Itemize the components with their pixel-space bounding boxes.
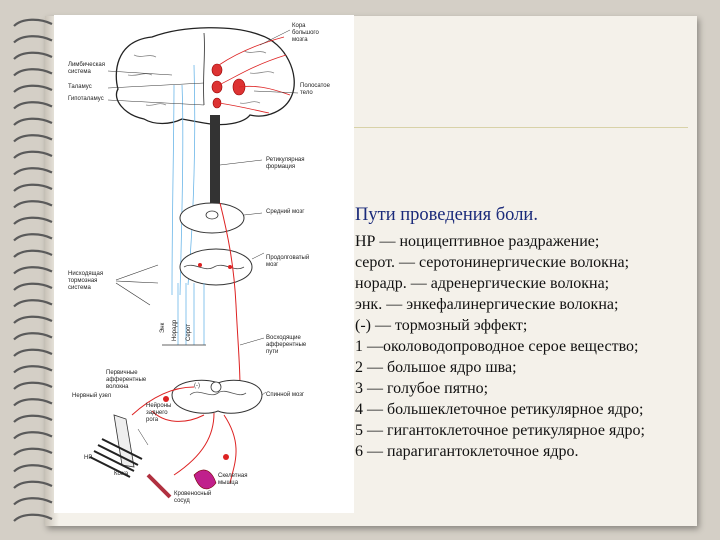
binding-ring	[14, 201, 52, 207]
label-limbic: Лимбическая система	[68, 62, 105, 76]
binding-ring	[14, 366, 52, 372]
label-vessel: Кровеносный сосуд	[174, 491, 211, 505]
svg-text:(-): (-)	[194, 383, 200, 389]
brainstem	[210, 115, 220, 203]
legend-line: НР — ноцицептивное раздражение;	[355, 231, 685, 252]
legend-line: 1 —околоводопроводное серое вещество;	[355, 336, 685, 357]
binding-ring	[14, 449, 52, 455]
label-spinal: Спинной мозг	[266, 392, 304, 399]
binding-ring	[14, 333, 52, 339]
divider-line	[352, 127, 688, 128]
binding-ring	[14, 399, 52, 405]
label-cortex: Кора большого мозга	[292, 23, 319, 44]
binding-ring	[14, 383, 52, 389]
binding-ring	[14, 119, 52, 125]
label-primary: Первичные афферентные волокна	[106, 370, 146, 391]
binding-ring	[14, 300, 52, 306]
binding-ring	[14, 465, 52, 471]
vessel-shape	[148, 475, 170, 497]
label-reticular: Ретикулярная формация	[266, 157, 305, 171]
binding-ring	[14, 284, 52, 290]
binding-ring	[14, 86, 52, 92]
binding-ring	[14, 20, 52, 26]
binding-ring	[14, 102, 52, 108]
binding-ring	[14, 482, 52, 488]
label-fiber-enk: Энк	[160, 323, 167, 333]
legend-line: 3 — голубое пятно;	[355, 378, 685, 399]
label-skin: Кожа	[114, 471, 128, 478]
binding-ring	[14, 53, 52, 59]
legend-line: 6 — парагигантоклеточное ядро.	[355, 441, 685, 462]
label-thalamus: Таламус	[68, 84, 92, 91]
medulla-section	[180, 249, 252, 285]
binding-ring	[14, 432, 52, 438]
pain-pathways-diagram: (-) Кора большого мозга Лимбическая сист…	[54, 15, 354, 513]
binding-ring	[14, 135, 52, 141]
legend-line: серот. — серотонинергические волокна;	[355, 252, 685, 273]
binding-ring	[14, 350, 52, 356]
label-dorsal-horn: Нейроны заднего рога	[146, 403, 171, 424]
binding-ring	[14, 498, 52, 504]
label-ascending: Восходящие афферентные пути	[266, 335, 306, 356]
spiral-binding-icon	[0, 0, 60, 540]
binding-ring	[14, 317, 52, 323]
label-medulla: Продолговатый мозг	[266, 255, 309, 269]
slide-title: Пути проведения боли.	[355, 203, 685, 227]
binding-ring	[14, 168, 52, 174]
muscle-shape	[194, 470, 216, 489]
binding-ring	[14, 185, 52, 191]
label-hypothalamus: Гипоталамус	[68, 96, 104, 103]
label-muscle: Скелетная мышца	[218, 473, 247, 487]
legend-line: энк. — энкефалинергические волокна;	[355, 294, 685, 315]
label-fiber-serot: Серот	[186, 324, 193, 341]
binding-ring	[14, 416, 52, 422]
label-ganglion: Нервный узел	[72, 393, 111, 400]
binding-ring	[14, 69, 52, 75]
binding-ring	[14, 515, 52, 521]
legend-line: норадр. — адренергические волокна;	[355, 273, 685, 294]
binding-ring	[14, 234, 52, 240]
legend-line: 5 — гигантоклеточное ретикулярное ядро;	[355, 420, 685, 441]
legend-line: 2 — большое ядро шва;	[355, 357, 685, 378]
label-striatum: Полосатое тело	[300, 83, 330, 97]
label-descending: Нисходящая тормозная система	[68, 271, 103, 292]
legend-line: (-) — тормозный эффект;	[355, 315, 685, 336]
legend-line: 4 — большеклеточное ретикулярное ядро;	[355, 399, 685, 420]
legend-text: Пути проведения боли. НР — ноцицептивное…	[355, 203, 685, 462]
binding-ring	[14, 152, 52, 158]
binding-ring	[14, 267, 52, 273]
label-np: НР	[84, 455, 92, 462]
binding-ring	[14, 36, 52, 42]
binding-ring	[14, 251, 52, 257]
label-midbrain: Средний мозг	[266, 209, 304, 216]
binding-ring	[14, 218, 52, 224]
label-fiber-noradr: Норадр	[172, 320, 179, 341]
